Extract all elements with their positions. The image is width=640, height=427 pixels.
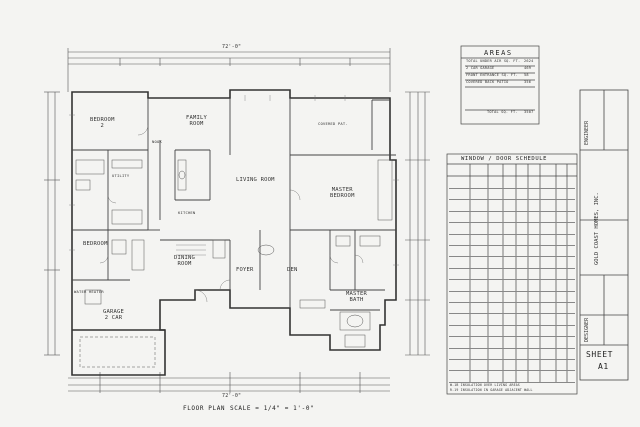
sheet-number: A1 xyxy=(598,362,609,371)
room-label-living: LIVING ROOM xyxy=(236,177,275,183)
room-label-bedroom-2: BEDROOM 2 xyxy=(90,117,115,129)
schedule-row xyxy=(449,371,575,383)
schedule-row xyxy=(449,200,575,212)
room-label-master: MASTER BEDROOM xyxy=(330,187,355,199)
room-label-dining: DINING ROOM xyxy=(174,255,196,267)
sheet-label: SHEET xyxy=(586,350,614,359)
schedule-row xyxy=(449,211,575,224)
schedule-row xyxy=(449,291,575,303)
schedule-row xyxy=(449,234,575,246)
schedule-row xyxy=(449,223,575,235)
room-label-kitchen: KITCHEN xyxy=(178,210,196,215)
schedule-row xyxy=(449,268,575,281)
plan-title: FLOOR PLAN xyxy=(183,405,226,412)
room-label-garage: GARAGE 2 CAR xyxy=(103,309,125,321)
areas-total-value: 3507 xyxy=(524,110,534,114)
schedule-row xyxy=(449,325,575,338)
room-label-family: FAMILY ROOM xyxy=(186,115,208,127)
schedule-title: WINDOW / DOOR SCHEDULE xyxy=(461,156,548,162)
bottom-dimension: 72'-0" xyxy=(222,393,242,399)
engineer-label: ENGINEER xyxy=(584,120,590,145)
areas-total-label: TOTAL SQ. FT. xyxy=(487,110,518,114)
schedule-row xyxy=(449,188,575,201)
areas-row-label: 2 CAR GARAGE xyxy=(466,66,495,70)
room-label-den: DEN xyxy=(287,267,298,273)
room-label-water-heater: WATER HEATER xyxy=(74,289,104,294)
areas-row-value: 356 xyxy=(524,80,532,84)
schedule-row xyxy=(449,359,575,372)
areas-row-label: FRONT ENTRANCE SQ. FT. xyxy=(466,73,518,77)
areas-row-value: 2624 xyxy=(524,59,534,63)
room-label-bedroom: BEDROOM xyxy=(83,241,108,247)
schedule-footnote: W-1B INSULATION OVER LIVING AREAS xyxy=(450,383,520,387)
schedule-row xyxy=(449,302,575,315)
schedule-row xyxy=(449,245,575,258)
schedule-row xyxy=(449,337,575,349)
room-label-master-bath: MASTER BATH xyxy=(346,291,368,303)
company-name: GOLD COAST HOMES, INC. xyxy=(594,192,600,265)
room-label-utility: UTILITY xyxy=(112,173,130,178)
areas-row-value: 469 xyxy=(524,66,532,70)
plan-scale: SCALE = 1/4" = 1'-0" xyxy=(230,405,315,412)
designer-label: DESIGNER xyxy=(584,317,590,342)
room-label-nook: NOOK xyxy=(152,139,162,144)
schedule-row xyxy=(449,177,575,189)
schedule-footnote: R-19 INSULATION IN GARAGE ADJACENT WALL xyxy=(450,388,533,392)
room-label-foyer: FOYER xyxy=(236,267,254,273)
areas-row-label: COVERED BACK PATIO xyxy=(466,80,509,84)
areas-row-value: 58 xyxy=(524,73,529,77)
areas-row-label: TOTAL UNDER AIR SQ. FT. xyxy=(466,59,521,63)
schedule-row xyxy=(449,314,575,326)
top-dimension: 72'-0" xyxy=(222,44,242,50)
areas-title: AREAS xyxy=(484,49,513,57)
room-label-covered-patio: COVERED PAT. xyxy=(318,121,348,126)
schedule-row xyxy=(449,348,575,360)
schedule-row xyxy=(449,257,575,269)
schedule-row xyxy=(449,280,575,292)
